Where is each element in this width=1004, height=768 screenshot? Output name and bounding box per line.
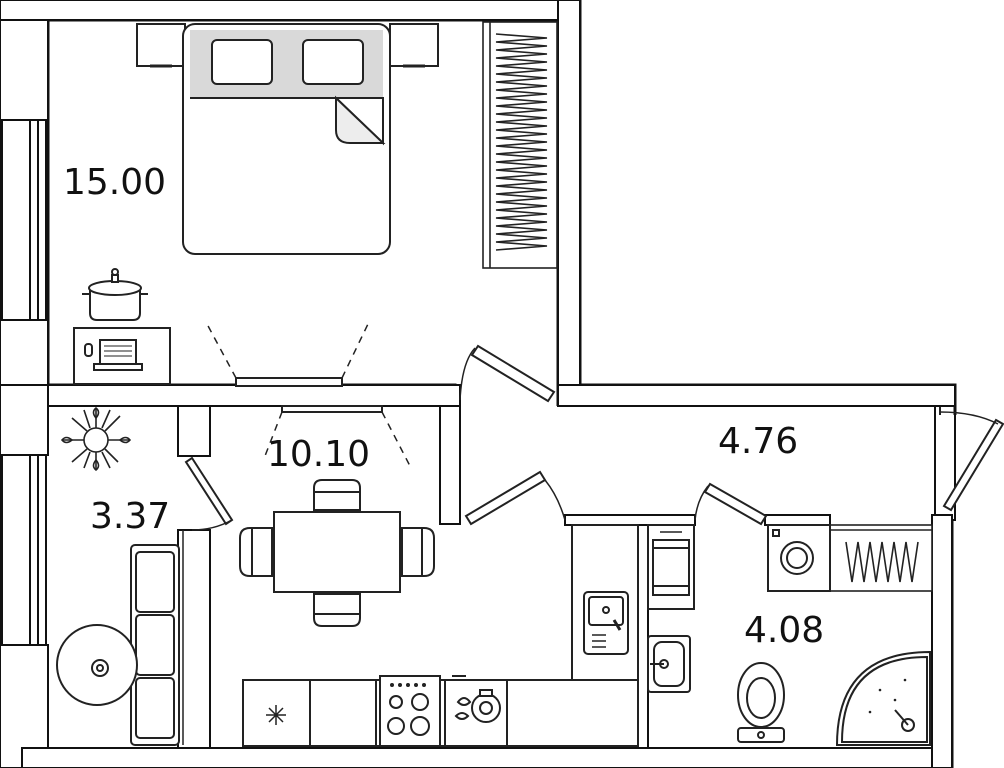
pillow-right xyxy=(302,39,364,85)
interior-walls xyxy=(47,384,831,749)
bedroom-door[interactable] xyxy=(459,344,556,403)
kitchen-tv xyxy=(264,405,411,467)
nightstand-left xyxy=(136,23,186,68)
shower-icon xyxy=(835,650,931,746)
snowflake-icon xyxy=(266,705,286,725)
balcony-bench xyxy=(130,544,180,746)
nightstand-right xyxy=(389,23,439,68)
blanket-fold xyxy=(335,95,386,144)
tv-stand xyxy=(206,323,369,387)
balcony-area-label: 3.37 xyxy=(90,496,170,537)
desk-with-laptop xyxy=(73,327,171,385)
bedroom-right-wall xyxy=(557,0,581,407)
balcony-door[interactable] xyxy=(184,456,234,531)
hallway-area-label: 4.76 xyxy=(718,421,798,462)
kitchen-counter-right xyxy=(571,524,639,681)
window-left-bedroom xyxy=(1,119,47,321)
entrance-door[interactable] xyxy=(939,407,1004,512)
stove-icon xyxy=(379,675,441,747)
left-wall xyxy=(0,0,49,768)
dining-table xyxy=(239,479,435,627)
pillow-left xyxy=(211,39,273,85)
double-bed xyxy=(182,23,391,255)
bedroom-area-label: 15.00 xyxy=(63,162,166,203)
wardrobe xyxy=(482,21,558,269)
washing-machine-icon xyxy=(767,524,831,592)
kitchen-door[interactable] xyxy=(464,470,566,526)
toilet-icon xyxy=(737,662,785,743)
chair-top xyxy=(313,479,361,511)
bathroom-door[interactable] xyxy=(694,482,768,526)
shoe-cabinet xyxy=(829,524,933,592)
washbasin-icon xyxy=(647,635,691,693)
bathroom-area-label: 4.08 xyxy=(744,610,824,651)
top-wall xyxy=(0,0,581,21)
boiler-icon xyxy=(647,524,695,610)
round-table-icon xyxy=(56,624,138,706)
chair-bottom xyxy=(313,593,361,627)
chair-left xyxy=(239,527,273,577)
hallway-top-wall xyxy=(557,384,956,407)
kettle-icon xyxy=(452,675,501,723)
flower-icon xyxy=(60,406,132,472)
window-left-balcony xyxy=(1,454,47,646)
bottom-wall xyxy=(21,747,953,768)
pot-icon xyxy=(82,268,148,321)
bathroom-right-wall xyxy=(931,514,953,768)
chair-right xyxy=(401,527,435,577)
kitchen-area-label: 10.10 xyxy=(267,434,370,475)
